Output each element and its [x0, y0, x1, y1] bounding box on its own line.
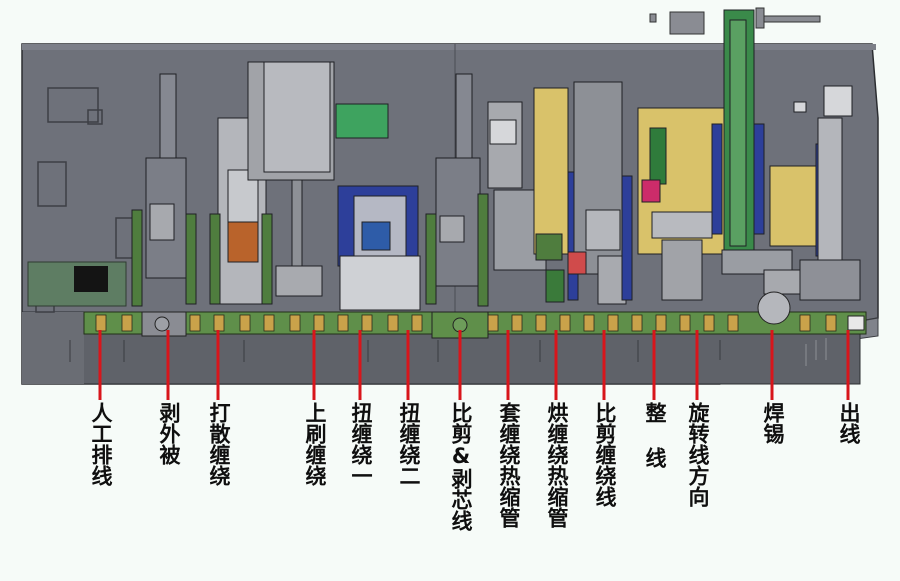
top-bracket: [649, 7, 821, 35]
station-label: 打散缠绕: [207, 402, 231, 486]
station-label: 扭缠绕二: [397, 402, 421, 486]
station-label: 套缠绕热缩管: [497, 402, 521, 528]
station-label: 扭缠绕一: [349, 402, 373, 486]
station-label: 上刷缠绕: [303, 402, 327, 486]
station-label: 焊锡: [761, 402, 785, 444]
station-label: 人工排线: [89, 402, 113, 486]
pointer-lines: [98, 330, 850, 400]
station-label: 比剪缠绕线: [593, 402, 617, 507]
station-label: 整 线: [643, 402, 667, 468]
station-label: 烘缠绕热缩管: [545, 402, 569, 528]
station-label: 比剪&剥芯线: [449, 402, 473, 531]
station-label: 出线: [837, 402, 861, 444]
station-label: 剥外被: [157, 402, 181, 465]
station-label: 旋转线方向: [686, 402, 710, 507]
